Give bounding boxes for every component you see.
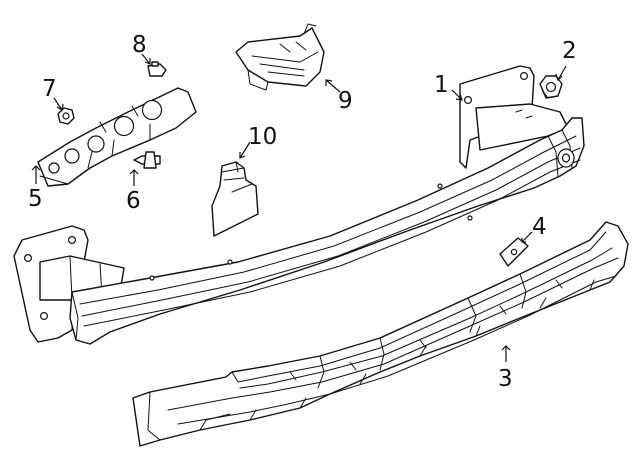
push-pin-part-8	[147, 61, 167, 77]
arrowhead-3	[501, 345, 511, 351]
callout-3: 3	[498, 366, 513, 392]
bolt-part-6	[133, 151, 161, 169]
leader-line-10	[239, 141, 251, 159]
arrowhead-10	[239, 152, 246, 159]
callout-10: 10	[248, 124, 277, 150]
callout-8: 8	[132, 32, 147, 58]
leader-line-7	[53, 97, 63, 111]
callout-1: 1	[434, 72, 449, 98]
leader-line-4	[521, 231, 533, 243]
callout-9: 9	[338, 88, 353, 114]
arrowhead-9	[325, 79, 333, 86]
leader-line-8	[141, 53, 151, 65]
callout-4: 4	[532, 214, 547, 240]
leader-line-2	[557, 65, 567, 81]
clip-part-4	[499, 237, 529, 267]
arrowhead-7	[56, 103, 64, 111]
callout-6: 6	[126, 188, 141, 214]
bracket-part-5	[37, 87, 197, 187]
callout-7: 7	[42, 76, 57, 102]
leader-line-9	[325, 79, 341, 93]
energy-absorber-part	[132, 221, 629, 447]
callout-2: 2	[562, 38, 577, 64]
callout-5: 5	[28, 186, 43, 212]
nut-part-7	[57, 107, 75, 125]
nut-part-2	[539, 75, 563, 99]
arrowhead-4	[521, 238, 526, 243]
arrowhead-5	[31, 165, 41, 171]
arrowhead-1	[455, 93, 463, 101]
bracket-part-9	[235, 23, 325, 91]
bracket-part-10	[211, 161, 259, 237]
arrowhead-6	[129, 169, 139, 175]
arrowhead-8	[144, 58, 151, 65]
arrowhead-2	[555, 73, 563, 82]
leader-line-1	[451, 89, 463, 101]
bumper-reinforcement-beam-part	[13, 65, 585, 345]
